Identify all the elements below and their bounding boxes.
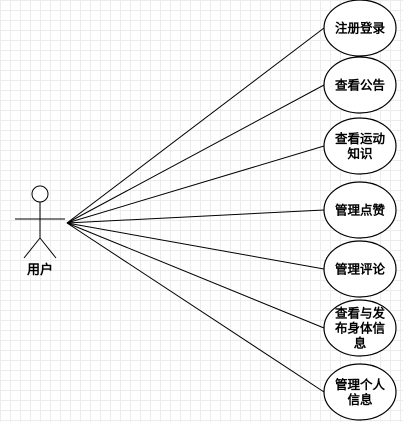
use-case-register-login[interactable]: 注册登录: [323, 0, 397, 57]
use-case-label: 知识: [346, 146, 373, 161]
use-case-ellipse[interactable]: [323, 181, 397, 239]
actor-head: [31, 185, 49, 203]
use-case-view-announcement[interactable]: 查看公告: [323, 56, 397, 114]
use-case-label: 信息: [347, 392, 373, 407]
use-case-ellipse[interactable]: [323, 56, 397, 114]
use-case-label: 查看与发: [334, 306, 386, 321]
association-manage-comments: [66, 222, 325, 270]
use-case-label: 查看运动: [334, 131, 386, 146]
use-case-label: 管理个人: [335, 377, 386, 392]
actor-right-leg: [39, 237, 57, 259]
association-manage-likes: [66, 209, 325, 224]
association-lines: [66, 27, 325, 393]
use-case-label: 注册登录: [335, 21, 386, 36]
use-case-ellipse[interactable]: [323, 117, 397, 175]
actor-left-leg: [23, 237, 41, 259]
use-case-label: 查看公告: [334, 78, 386, 93]
use-case-label: 布身体信: [335, 321, 386, 336]
association-view-sports-knowledge: [66, 145, 325, 224]
actor-user: 用户: [15, 185, 65, 278]
use-case-label: 息: [354, 336, 367, 351]
association-view-announcement: [66, 84, 325, 224]
association-view-publish-body-info: [66, 222, 325, 329]
use-case-ellipse[interactable]: [323, 240, 397, 298]
use-case-ellipse[interactable]: [323, 299, 397, 357]
association-register-login: [66, 27, 325, 224]
use-case-manage-likes[interactable]: 管理点赞: [323, 181, 397, 239]
use-case-label: 管理评论: [335, 262, 386, 277]
use-case-label: 管理点赞: [335, 203, 386, 218]
association-manage-personal-info: [66, 222, 325, 393]
actor-label: 用户: [26, 262, 53, 278]
use-case-manage-comments[interactable]: 管理评论: [323, 240, 397, 298]
use-case-ellipse[interactable]: [323, 0, 397, 57]
use-case-ellipse[interactable]: [323, 363, 397, 421]
